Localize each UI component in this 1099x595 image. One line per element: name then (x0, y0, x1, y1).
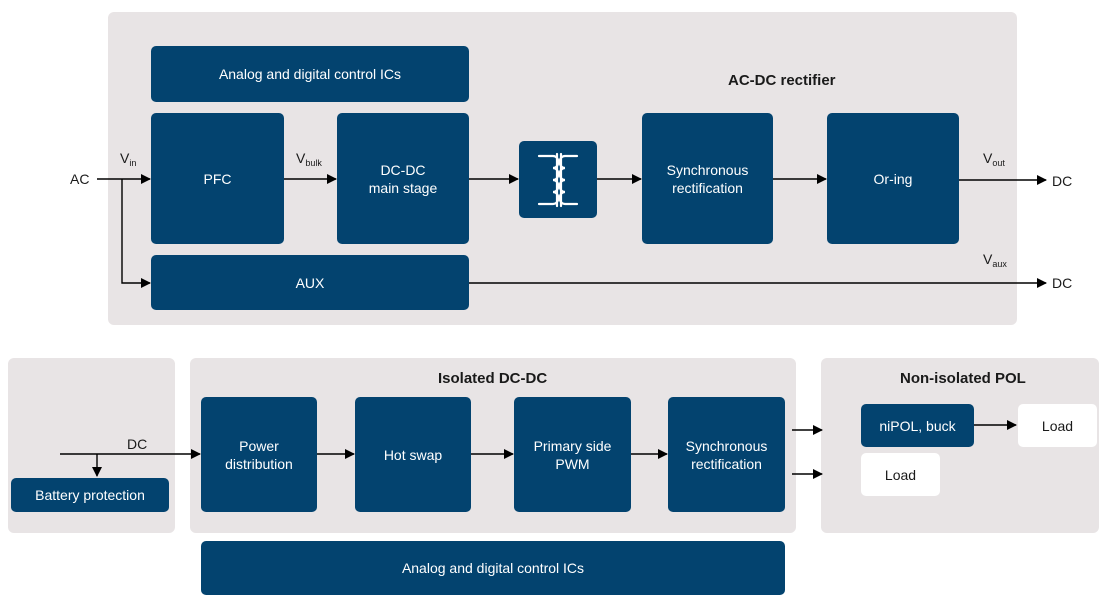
power-distribution-block: Power distribution (201, 397, 317, 512)
acdc-sync-rect-block: Synchronous rectification (642, 113, 773, 244)
dc-output-label-1: DC (1052, 173, 1073, 189)
vaux-label: Vaux (983, 251, 1007, 269)
vin-label: Vin (120, 150, 137, 168)
isolated-sync-rect-block: Synchronous rectification (668, 397, 785, 512)
battery-dc-label: DC (127, 436, 148, 452)
acdc-control-ics-block: Analog and digital control ICs (151, 46, 469, 102)
transformer-icon (537, 152, 579, 207)
battery-protection-block: Battery protection (11, 478, 169, 512)
ac-to-aux-arrow (121, 179, 151, 288)
nipol-buck-block: niPOL, buck (861, 404, 974, 447)
load-box-2: Load (861, 453, 940, 496)
dc-output-label-2: DC (1052, 275, 1073, 291)
isolated-title: Isolated DC-DC (438, 370, 548, 387)
vout-label: Vout (983, 150, 1005, 168)
pol-title: Non-isolated POL (900, 370, 1026, 387)
vbulk-label: Vbulk (296, 150, 322, 168)
oring-block: Or-ing (827, 113, 959, 244)
aux-block: AUX (151, 255, 469, 310)
pfc-block: PFC (151, 113, 284, 244)
acdc-title: AC-DC rectifier (728, 72, 836, 89)
transformer-block (519, 141, 597, 218)
hot-swap-block: Hot swap (355, 397, 471, 512)
isolated-control-ics-block: Analog and digital control ICs (201, 541, 785, 595)
dcdc-main-stage-block: DC-DC main stage (337, 113, 469, 244)
primary-side-pwm-block: Primary side PWM (514, 397, 631, 512)
load-box-1: Load (1018, 404, 1097, 447)
ac-input-label: AC (70, 171, 90, 187)
